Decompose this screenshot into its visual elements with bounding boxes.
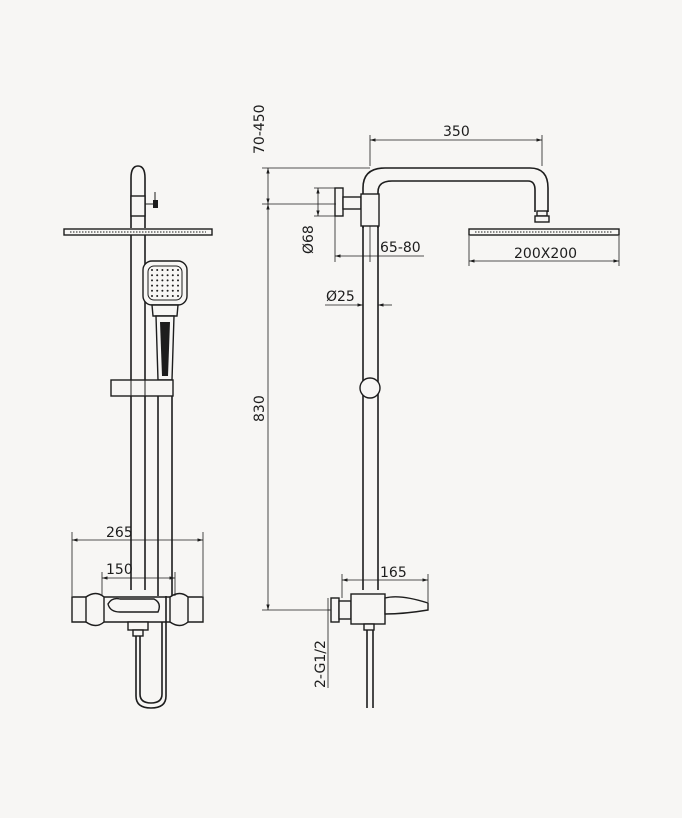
dim-68-label: Ø68 [301, 225, 317, 254]
slide-holder [110, 379, 174, 397]
riser-pipe-side [362, 226, 379, 590]
dimension-flange-diameter: Ø68 [301, 187, 336, 254]
nozzle-dot [171, 274, 174, 277]
dimension-mixer-width: 265 [71, 525, 204, 596]
nozzle-dot [151, 274, 153, 277]
nozzle-dot [156, 284, 159, 287]
nozzle-dot [161, 279, 164, 282]
nozzle-dot [161, 295, 164, 297]
dimension-spout-length: 165 [341, 565, 429, 602]
dim-25-label: Ø25 [326, 289, 355, 305]
nozzle-dot [166, 284, 169, 287]
dimension-arm-length: 350 [369, 124, 543, 166]
nozzle-dot [166, 295, 169, 297]
nozzle-dot [151, 279, 153, 282]
nozzle-dot [177, 284, 179, 287]
front-view: 265 150 [63, 165, 213, 709]
nozzle-dot [151, 289, 153, 292]
dimension-wall-distance: 65-80 [334, 216, 424, 262]
arm-connector [130, 195, 146, 217]
nozzle-dot [156, 279, 159, 282]
nozzle-dot [171, 269, 174, 271]
nozzle-dot [161, 269, 164, 271]
nozzle-dot [151, 295, 153, 297]
dim-65-80-label: 65-80 [380, 240, 421, 256]
dim-265-label: 265 [106, 525, 133, 541]
dimension-pipe-diameter: Ø25 [325, 289, 392, 307]
dim-830-label: 830 [252, 395, 268, 422]
dim-g12-label: 2-G1/2 [313, 640, 329, 688]
nozzle-dot [177, 274, 179, 277]
nozzle-dot [156, 295, 159, 297]
mixer-front [71, 592, 204, 637]
dim-70-450-label: 70-450 [252, 104, 268, 154]
nozzle-dot [171, 284, 174, 287]
dimension-inlet-thread: 2-G1/2 [313, 598, 331, 688]
nozzle-dot [161, 274, 164, 277]
dim-350-label: 350 [443, 124, 470, 140]
nozzle-dot [166, 279, 169, 282]
nozzle-dot [171, 289, 174, 292]
hand-shower [142, 260, 188, 381]
riser-top [130, 165, 146, 228]
nozzle-dot [177, 269, 179, 271]
nozzle-dot [166, 269, 169, 271]
nozzle-dot [156, 289, 159, 292]
dim-150-label: 150 [106, 562, 133, 578]
dimension-total-height: 830 [252, 204, 330, 611]
nozzle-dot [177, 295, 179, 297]
dimension-head-size: 200X200 [468, 236, 620, 266]
nozzle-dot [156, 269, 159, 271]
dimension-top-adjust: 70-450 [252, 104, 370, 205]
shower-arm [362, 167, 549, 228]
nozzle-dot [151, 269, 153, 271]
dim-165-label: 165 [380, 565, 407, 581]
shower-head-front [63, 228, 213, 236]
nozzle-dot [151, 284, 153, 287]
dimension-inlet-spacing: 150 [101, 562, 176, 596]
nozzle-dot [177, 279, 179, 282]
nozzle-dot [171, 295, 174, 297]
nozzle-dot [161, 289, 164, 292]
hose [135, 596, 167, 709]
nozzle-dot [161, 284, 164, 287]
dim-200x200-label: 200X200 [514, 246, 577, 262]
nozzle-dot [166, 289, 169, 292]
nozzle-dot [177, 289, 179, 292]
nozzle-dot [171, 279, 174, 282]
mixer-side [330, 593, 429, 708]
nozzle-dot [166, 274, 169, 277]
slide-holder-side [359, 377, 381, 399]
nozzle-dot [156, 274, 159, 277]
wall-bracket [334, 187, 380, 227]
side-view: 350 70-450 830 Ø68 65-80 [252, 104, 620, 708]
